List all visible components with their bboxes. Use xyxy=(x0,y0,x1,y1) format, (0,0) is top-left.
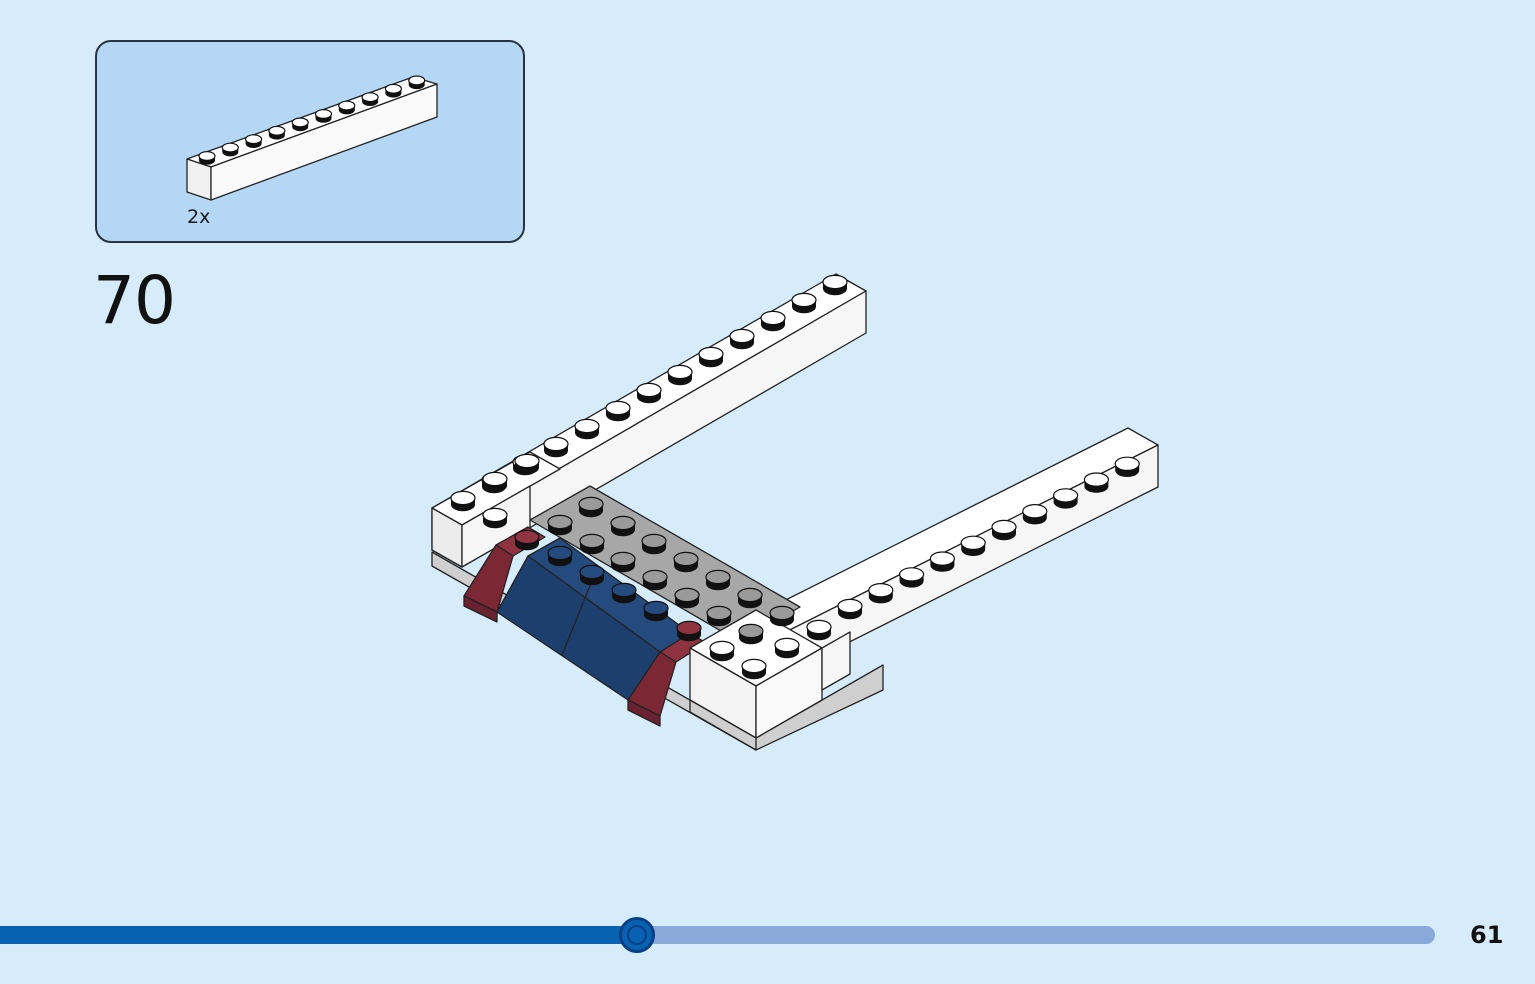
stud xyxy=(1052,488,1079,509)
stud xyxy=(705,569,731,591)
stud xyxy=(676,620,702,642)
stud xyxy=(578,496,604,518)
stud xyxy=(514,529,540,551)
brick-1x10-icon xyxy=(186,75,438,201)
stud xyxy=(868,583,894,604)
model-illustration xyxy=(431,273,1159,751)
stud xyxy=(698,346,724,368)
stud xyxy=(709,640,735,662)
stud xyxy=(361,92,379,106)
part-quantity: 2x xyxy=(187,206,211,228)
progress-fill xyxy=(0,926,637,944)
stud xyxy=(268,125,286,140)
stud xyxy=(245,134,263,148)
stud xyxy=(482,471,508,493)
stud xyxy=(737,587,763,609)
stud xyxy=(1083,472,1110,493)
stud xyxy=(706,605,732,627)
stud xyxy=(674,587,700,609)
stud xyxy=(547,514,573,536)
page-number: 61 xyxy=(1470,921,1504,949)
stud xyxy=(314,108,333,123)
stud xyxy=(991,519,1017,541)
stud xyxy=(291,117,309,132)
stud xyxy=(574,418,600,440)
stud xyxy=(837,598,863,620)
progress-bar[interactable] xyxy=(0,917,1435,953)
parts-callout: 2x xyxy=(95,40,525,243)
stud xyxy=(642,569,668,591)
progress-knob[interactable] xyxy=(618,917,655,953)
stud xyxy=(514,453,540,475)
stud xyxy=(769,605,795,627)
stud xyxy=(738,623,764,645)
stud xyxy=(198,150,216,165)
stud xyxy=(822,274,848,296)
stud xyxy=(898,567,925,588)
stud xyxy=(605,400,631,422)
stud xyxy=(741,658,767,680)
stud xyxy=(960,535,986,557)
stud xyxy=(338,100,356,115)
stud xyxy=(636,382,662,404)
stud xyxy=(482,507,508,529)
stud xyxy=(760,310,786,332)
stud xyxy=(1114,456,1140,477)
stud xyxy=(667,364,693,386)
stud xyxy=(543,436,569,458)
stud xyxy=(579,533,605,555)
stud xyxy=(1022,504,1048,525)
stud xyxy=(610,515,636,537)
stud xyxy=(408,75,426,90)
stud xyxy=(673,551,699,573)
stud xyxy=(641,533,667,555)
stud xyxy=(384,83,402,98)
step-number: 70 xyxy=(93,262,176,339)
stud xyxy=(791,292,817,314)
stud xyxy=(929,551,956,572)
stud xyxy=(547,545,573,567)
stud xyxy=(450,490,476,512)
stud xyxy=(729,328,755,350)
stud xyxy=(806,619,832,641)
stud xyxy=(643,600,669,622)
stud xyxy=(774,637,800,659)
stud xyxy=(221,142,239,157)
stud xyxy=(610,551,636,573)
stud xyxy=(611,582,637,604)
stud xyxy=(579,564,605,586)
